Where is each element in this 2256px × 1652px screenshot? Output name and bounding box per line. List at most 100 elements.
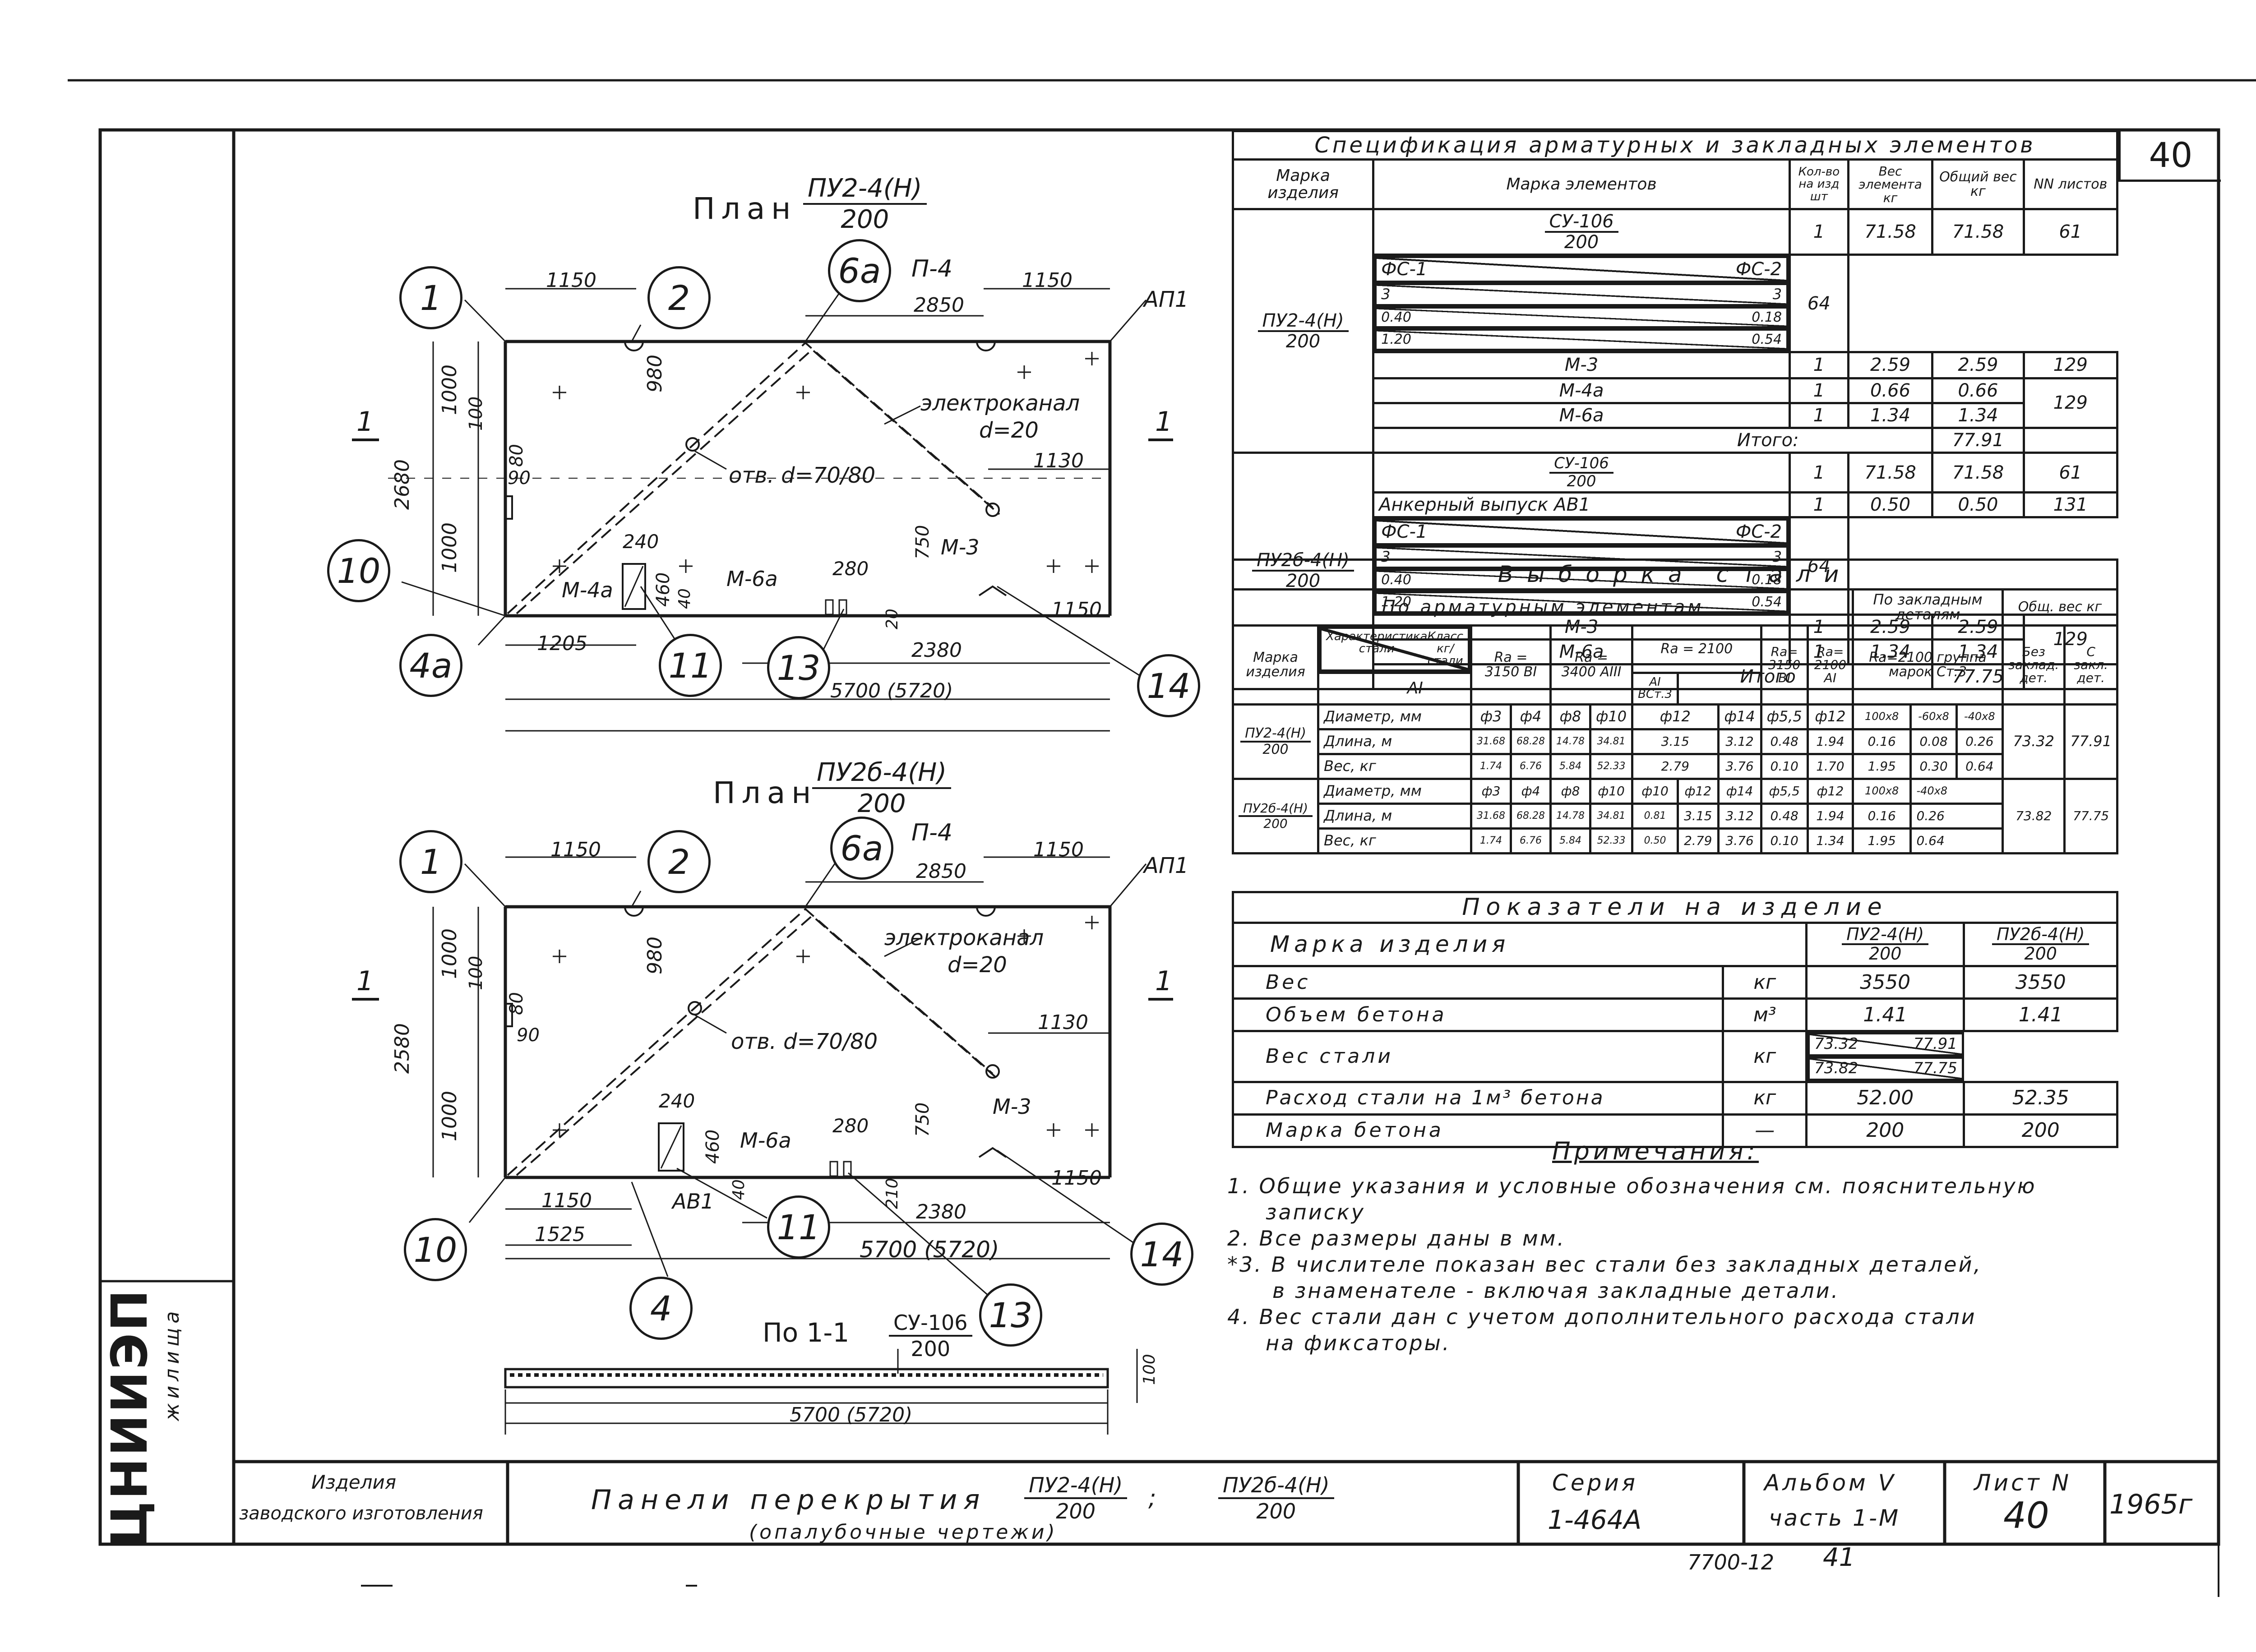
steel-h-ai-bst: AI BCт.3 — [1631, 671, 1679, 706]
steel-p1-wt-2: 5.84 — [1549, 752, 1591, 780]
plan2-m6a-label: М-6а — [740, 1128, 791, 1153]
dim-80: 80 — [506, 444, 527, 467]
steel-p1-r-len: Длина, м — [1317, 728, 1473, 755]
steel-p2-len-7: 0.48 — [1760, 802, 1809, 830]
steel-sub-c: Общ. вес кг — [2002, 588, 2118, 627]
plan1-total-length: 5700 (5720) — [830, 679, 953, 702]
steel-p2-len-8: 1.94 — [1806, 802, 1854, 830]
tb-category-b: заводского изготовления — [239, 1503, 483, 1524]
plan2-title: План — [713, 775, 818, 810]
spec-p1-r3-el: М-4а — [1372, 377, 1791, 404]
tb-mark-1-num: ПУ2-4(Н) — [1024, 1473, 1128, 1499]
spec-p2-r2-el-l: ФС-1 — [1381, 521, 1428, 543]
spec-p1-r0-qty: 1 — [1789, 208, 1849, 256]
p2-dim-2380: 2380 — [916, 1200, 966, 1223]
spec-p2-r0-el-num: СУ-106 — [1549, 455, 1613, 474]
spec-p1-r3-w: 0.66 — [1847, 377, 1934, 404]
plan1-m6a-label: М-6а — [726, 567, 778, 591]
p2-dim-1525: 1525 — [535, 1223, 585, 1246]
tb-album: Альбом V — [1764, 1470, 1896, 1496]
ind-r3-name: Расход стали на 1м³ бетона — [1231, 1080, 1724, 1116]
plan2-channel-label: электроканал — [884, 925, 1044, 951]
ind-r1-v1: 1.41 — [1805, 997, 1965, 1033]
steel-p2-diam-7: ф5,5 — [1760, 777, 1809, 805]
steel-p1-diam-0: ф3 — [1470, 703, 1512, 730]
p2-dim-1150-left-bottom: 1150 — [541, 1189, 592, 1212]
steel-p1-len-9: 0.08 — [1909, 728, 1958, 755]
steel-p2-emb: 77.75 — [2063, 777, 2118, 854]
steel-h-char-r: Класс кг/стали — [1427, 629, 1464, 668]
p2-callout-2: 2 — [647, 830, 711, 893]
plan1-mark-num: ПУ2-4(Н) — [803, 174, 927, 205]
note-4: 4. Вес стали дан с учетом дополнительног… — [1227, 1304, 2197, 1330]
ind-r4-v2: 200 — [1963, 1113, 2118, 1148]
steel-p1-len-1: 68.28 — [1510, 728, 1552, 755]
steel-p1-diam-8: 100x8 — [1851, 703, 1912, 730]
p2-callout-13: 13 — [979, 1283, 1042, 1347]
spec-p2-r2-el-r: ФС-2 — [1735, 521, 1782, 543]
callout-14: 14 — [1137, 654, 1200, 717]
spec-p1-r1-el-r: ФС-2 — [1735, 259, 1782, 280]
spec-p1-mark-num: ПУ2-4(Н) — [1257, 311, 1349, 332]
callout-13: 13 — [767, 636, 830, 699]
plan1-p4-label: П-4 — [911, 255, 952, 282]
callout-1: 1 — [399, 266, 462, 329]
plan2-m3-label: М-3 — [993, 1094, 1031, 1119]
dim-1150-bottom: 1150 — [1051, 598, 1102, 621]
tb-series: 1-464А — [1548, 1504, 1642, 1535]
p2-dim-40: 40 — [730, 1179, 748, 1200]
ind-r3-v1: 52.00 — [1805, 1080, 1965, 1116]
callout-2: 2 — [647, 266, 711, 329]
section-mark-den: 200 — [911, 1337, 951, 1361]
p2-callout-4: 4 — [629, 1277, 693, 1340]
steel-p2-diam-10: -40x8 — [1909, 777, 2004, 805]
spec-h-elements: Марка элементов — [1372, 158, 1791, 211]
spec-p1-r1-el-l: ФС-1 — [1381, 259, 1428, 280]
ind-r3-unit: кг — [1722, 1080, 1808, 1116]
tb-mark-1: ПУ2-4(Н) 200 — [1024, 1473, 1128, 1523]
sheet-number-corner: 40 — [2118, 130, 2221, 182]
indicators-h-p2-den: 200 — [2024, 944, 2057, 964]
p2-dim-1150-bottom: 1150 — [1051, 1167, 1102, 1190]
plan1-m3-label: М-3 — [941, 535, 980, 559]
ind-r2-name: Вес стали — [1231, 1030, 1724, 1083]
tb-bottom-page: 41 — [1823, 1543, 1855, 1572]
steel-p1-noemb: 73.32 — [2002, 703, 2066, 780]
spec-p1-r1-sheet: 64 — [1789, 254, 1849, 353]
p2-dim-1150-left: 1150 — [550, 838, 601, 861]
dim-100: 100 — [466, 396, 486, 431]
p2-dim-2850: 2850 — [916, 860, 966, 883]
spec-p1-r1-tot-l: 1.20 — [1381, 332, 1411, 348]
tb-sep: ; — [1148, 1485, 1156, 1512]
ind-r1-unit: м³ — [1722, 997, 1808, 1033]
notes-list: 1. Общие указания и условные обозначения… — [1227, 1173, 2197, 1356]
plan2-p4-label: П-4 — [911, 819, 952, 846]
steel-p1-len-2: 14.78 — [1549, 728, 1591, 755]
plan1-title: План — [693, 191, 797, 226]
indicators-title: Показатели на изделие — [1232, 891, 2118, 924]
ind-r2-v2-r: 77.75 — [1913, 1059, 1957, 1078]
note-2-num: 2. — [1227, 1226, 1251, 1251]
steel-p2-noemb: 73.82 — [2002, 777, 2066, 854]
steel-p2-diam-2: ф8 — [1549, 777, 1591, 805]
steel-p2-diam-0: ф3 — [1470, 777, 1512, 805]
steel-h-ra3150b: Ra= 3150 BI — [1760, 624, 1809, 706]
plan1-hole-label: отв. d=70/80 — [729, 463, 876, 488]
spec-p1-mark: ПУ2-4(Н)200 — [1231, 208, 1375, 454]
spec-p2-r1-tot: 0.50 — [1931, 491, 2025, 519]
steel-p1-wt-4: 2.79 — [1631, 752, 1720, 780]
steel-p1-r-diam: Диаметр, мм — [1317, 703, 1473, 730]
steel-p2-len-3: 34.81 — [1589, 802, 1634, 830]
steel-p1-wt-0: 1.74 — [1470, 752, 1512, 780]
spec-p2-r1-el: Анкерный выпуск АВ1 — [1372, 491, 1791, 519]
plan1-m4a-label: М-4а — [562, 578, 613, 602]
steel-title: Выборка стали — [1232, 558, 2118, 591]
steel-p1-mark: ПУ2-4(Н)200 — [1231, 703, 1320, 780]
steel-p2-diam-4: ф10 — [1631, 777, 1679, 805]
ind-r2-v1-r: 77.91 — [1913, 1035, 1957, 1053]
steel-p2-den: 200 — [1263, 816, 1288, 831]
